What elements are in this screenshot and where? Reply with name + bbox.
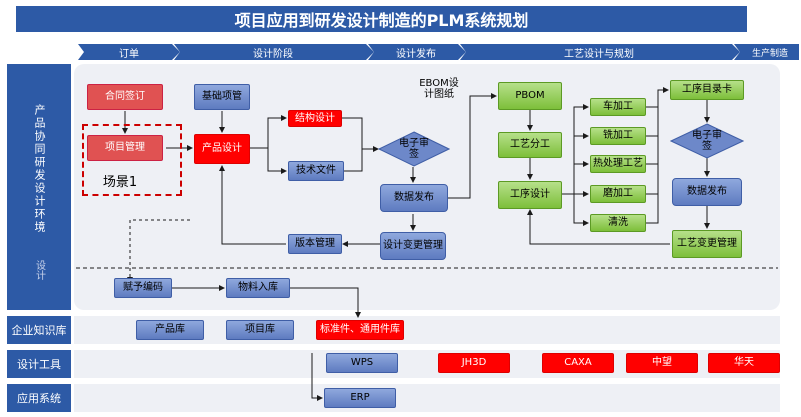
phase-process: 工艺设计与规划	[564, 49, 634, 60]
node-turning: 车加工	[590, 98, 646, 116]
node-data-publish-1: 数据发布	[380, 184, 448, 212]
phase-chevron-manufacture	[734, 44, 799, 60]
node-material-in: 物料入库	[226, 278, 290, 298]
node-project-management: 项目管理	[87, 135, 163, 161]
knowledge-product-library: 产品库	[136, 320, 204, 340]
scene-label: 场景1	[102, 175, 138, 190]
node-milling: 铣加工	[590, 127, 646, 145]
tool-jh3d: JH3D	[438, 353, 510, 373]
phase-design: 设计阶段	[253, 49, 293, 60]
side-label-main-text: 产品协同研发设计环境	[33, 104, 46, 234]
knowledge-standard-parts: 标准件、通用件库	[316, 320, 404, 340]
phase-chevron-release	[368, 44, 466, 60]
phase-chevron-design	[174, 44, 374, 60]
side-label-knowledge: 企业知识库	[7, 316, 71, 344]
node-code-assign: 赋予编码	[114, 278, 172, 298]
tool-wps: WPS	[326, 353, 398, 373]
node-base-project: 基础项管	[194, 84, 250, 110]
systems-row	[74, 384, 780, 412]
node-structure-design: 结构设计	[288, 110, 342, 127]
node-version-management: 版本管理	[288, 234, 342, 254]
node-tech-document: 技术文件	[288, 161, 344, 181]
label-e-approve-2: 电子审签	[692, 130, 722, 152]
scene-frame	[82, 124, 182, 196]
side-label-tools: 设计工具	[7, 350, 71, 378]
diamond-e-approve-2	[670, 123, 744, 159]
side-label-main-sub: 设计	[33, 260, 45, 280]
knowledge-project-library: 项目库	[226, 320, 294, 340]
page-title: 项目应用到研发设计制造的PLM系统规划	[16, 6, 747, 32]
node-product-design: 产品设计	[194, 134, 250, 164]
phase-manufacture: 生产制造	[751, 49, 788, 59]
node-process-change: 工艺变更管理	[672, 230, 742, 258]
system-erp: ERP	[324, 388, 396, 408]
side-label-systems: 应用系统	[7, 384, 71, 412]
tool-huatian: 华天	[708, 353, 780, 373]
phase-bar	[78, 44, 799, 60]
node-heat-treatment: 热处理工艺	[590, 155, 646, 173]
node-data-publish-2: 数据发布	[672, 178, 742, 206]
tool-caxa: CAXA	[542, 353, 614, 373]
node-operation-card: 工序目录卡	[670, 80, 744, 100]
tool-zhongwang: 中望	[626, 353, 698, 373]
node-grinding: 磨加工	[590, 185, 646, 203]
node-design-change: 设计变更管理	[380, 232, 446, 260]
label-e-approve-1: 电子审签	[399, 138, 429, 160]
phase-order: 订单	[119, 49, 139, 60]
phase-chevron-process	[460, 44, 740, 60]
node-pbom: PBOM	[498, 82, 562, 110]
diamond-e-approve-1	[378, 131, 450, 167]
node-process-split: 工艺分工	[498, 132, 562, 158]
node-contract: 合同签订	[87, 84, 163, 110]
side-label-main: 产品协同研发设计环境 设计	[7, 64, 71, 310]
node-cleaning: 清洗	[590, 214, 646, 232]
label-ebom: EBOM设计图纸	[419, 78, 459, 100]
node-process-design: 工序设计	[498, 181, 562, 209]
phase-chevron-order	[78, 44, 180, 60]
phase-release: 设计发布	[396, 49, 436, 60]
